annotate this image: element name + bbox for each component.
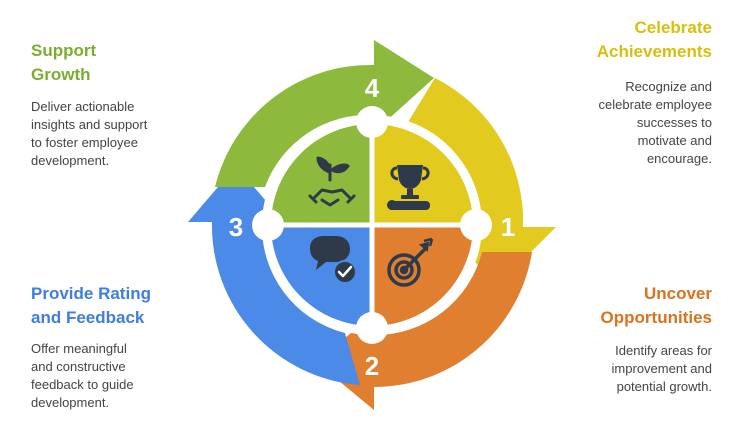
step-1-number: 1 (501, 212, 515, 242)
step-4-arrow (215, 40, 434, 187)
celebrate-achievements-title: Celebrate Achievements (596, 18, 712, 61)
growth-handshake-icon (308, 156, 356, 207)
target-icon (387, 237, 434, 287)
uncover-opportunities-description: Identify areas for improvement and poten… (611, 343, 712, 394)
uncover-opportunities-title: Uncover Opportunities (600, 284, 712, 327)
step-2-number: 2 (365, 351, 379, 381)
step-1-arrow (405, 78, 556, 285)
provide-rating-title: Provide Rating and Feedback (31, 284, 151, 327)
provide-rating-description: Offer meaningful and constructive feedba… (31, 341, 134, 410)
step-2-arrow (316, 252, 532, 410)
support-growth-description: Deliver actionable insights and support … (31, 99, 148, 168)
celebrate-achievements-description: Recognize and celebrate employee success… (598, 79, 712, 166)
feedback-chat-icon (310, 236, 357, 284)
step-4-number: 4 (365, 73, 380, 103)
trophy-icon (387, 165, 430, 210)
step-3-number: 3 (229, 212, 243, 242)
step-3-arrow (188, 166, 360, 385)
support-growth-title: Support Growth (31, 41, 97, 84)
